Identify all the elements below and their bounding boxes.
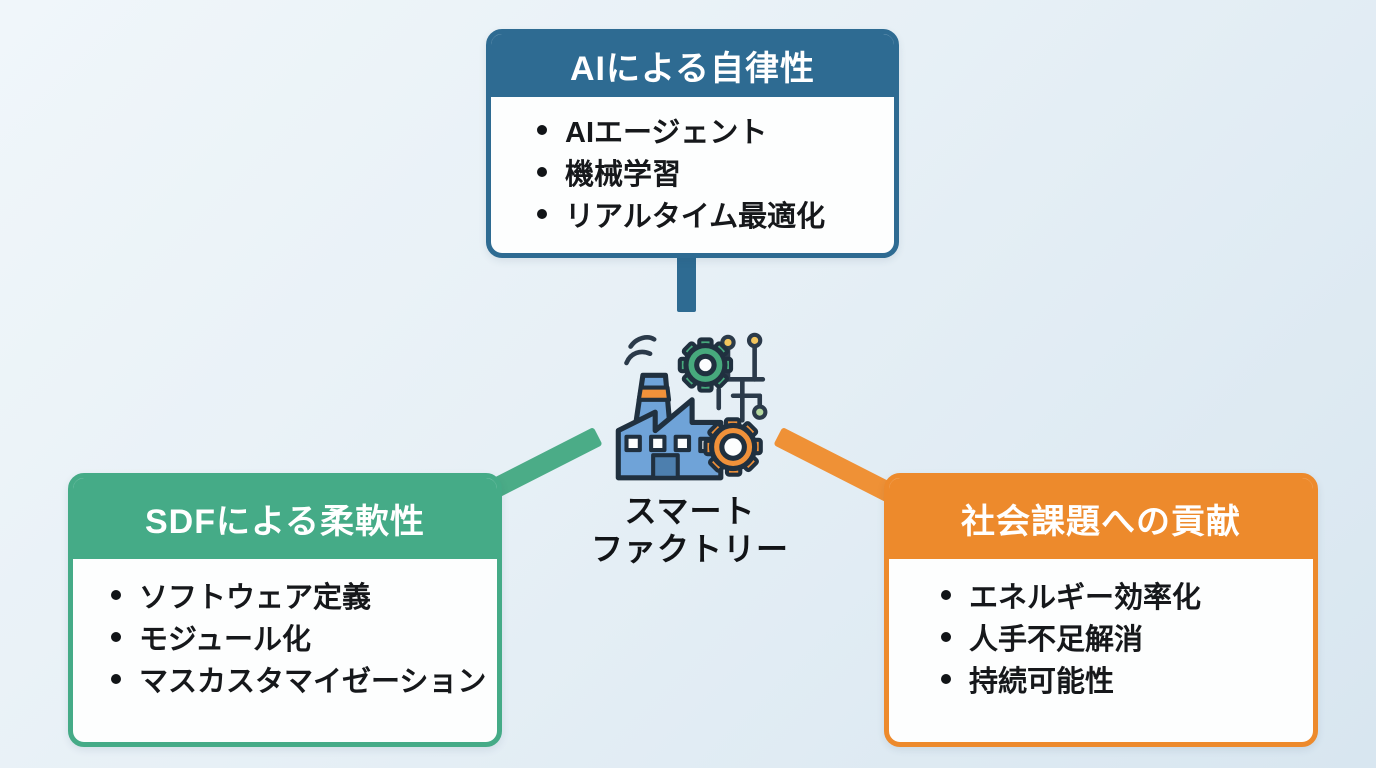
list-item: リアルタイム最適化 <box>537 193 884 235</box>
card-sdf-flexibility-title: SDFによる柔軟性 <box>73 478 497 559</box>
bullet-dot-icon <box>111 674 121 684</box>
smart-factory-icon <box>615 332 768 481</box>
list-item: 持続可能性 <box>941 658 1305 700</box>
list-item-label: リアルタイム最適化 <box>565 201 826 233</box>
bullet-dot-icon <box>941 674 951 684</box>
card-ai-autonomy-title: AIによる自律性 <box>491 34 894 97</box>
list-item: マスカスタマイゼーション <box>111 658 489 700</box>
list-item-label: 機械学習 <box>565 159 682 191</box>
card-ai-autonomy: AIによる自律性 AIエージェント 機械学習 リアルタイム最適化 <box>486 29 899 258</box>
center-label-line1: スマート <box>624 493 756 529</box>
list-item-label: AIエージェント <box>565 117 768 149</box>
list-item-label: 人手不足解消 <box>969 624 1144 656</box>
center-label-line2: ファクトリー <box>590 531 789 567</box>
list-item: 人手不足解消 <box>941 616 1305 658</box>
bullet-dot-icon <box>111 632 121 642</box>
list-item: エネルギー効率化 <box>941 574 1305 616</box>
card-social-contribution: 社会課題への貢献 エネルギー効率化 人手不足解消 持続可能性 <box>884 473 1318 747</box>
center-label: スマート ファクトリー <box>555 492 825 568</box>
list-item: ソフトウェア定義 <box>111 574 489 616</box>
list-item-label: 持続可能性 <box>969 666 1115 698</box>
bullet-dot-icon <box>941 632 951 642</box>
bullet-dot-icon <box>111 590 121 600</box>
list-item: AIエージェント <box>537 109 884 151</box>
card-social-contribution-title: 社会課題への貢献 <box>889 478 1313 559</box>
list-item: モジュール化 <box>111 616 489 658</box>
card-ai-autonomy-list: AIエージェント 機械学習 リアルタイム最適化 <box>491 96 894 235</box>
card-sdf-flexibility: SDFによる柔軟性 ソフトウェア定義 モジュール化 マスカスタマイゼーション <box>68 473 502 747</box>
card-sdf-flexibility-list: ソフトウェア定義 モジュール化 マスカスタマイゼーション <box>73 558 497 700</box>
list-item-label: モジュール化 <box>139 624 311 656</box>
bullet-dot-icon <box>537 209 547 219</box>
connector-top-blue <box>677 246 696 312</box>
list-item-label: エネルギー効率化 <box>969 582 1202 614</box>
card-social-contribution-list: エネルギー効率化 人手不足解消 持続可能性 <box>889 558 1313 700</box>
bullet-dot-icon <box>537 167 547 177</box>
bullet-dot-icon <box>941 590 951 600</box>
list-item-label: ソフトウェア定義 <box>139 582 372 614</box>
list-item: 機械学習 <box>537 151 884 193</box>
list-item-label: マスカスタマイゼーション <box>139 666 487 698</box>
bullet-dot-icon <box>537 125 547 135</box>
